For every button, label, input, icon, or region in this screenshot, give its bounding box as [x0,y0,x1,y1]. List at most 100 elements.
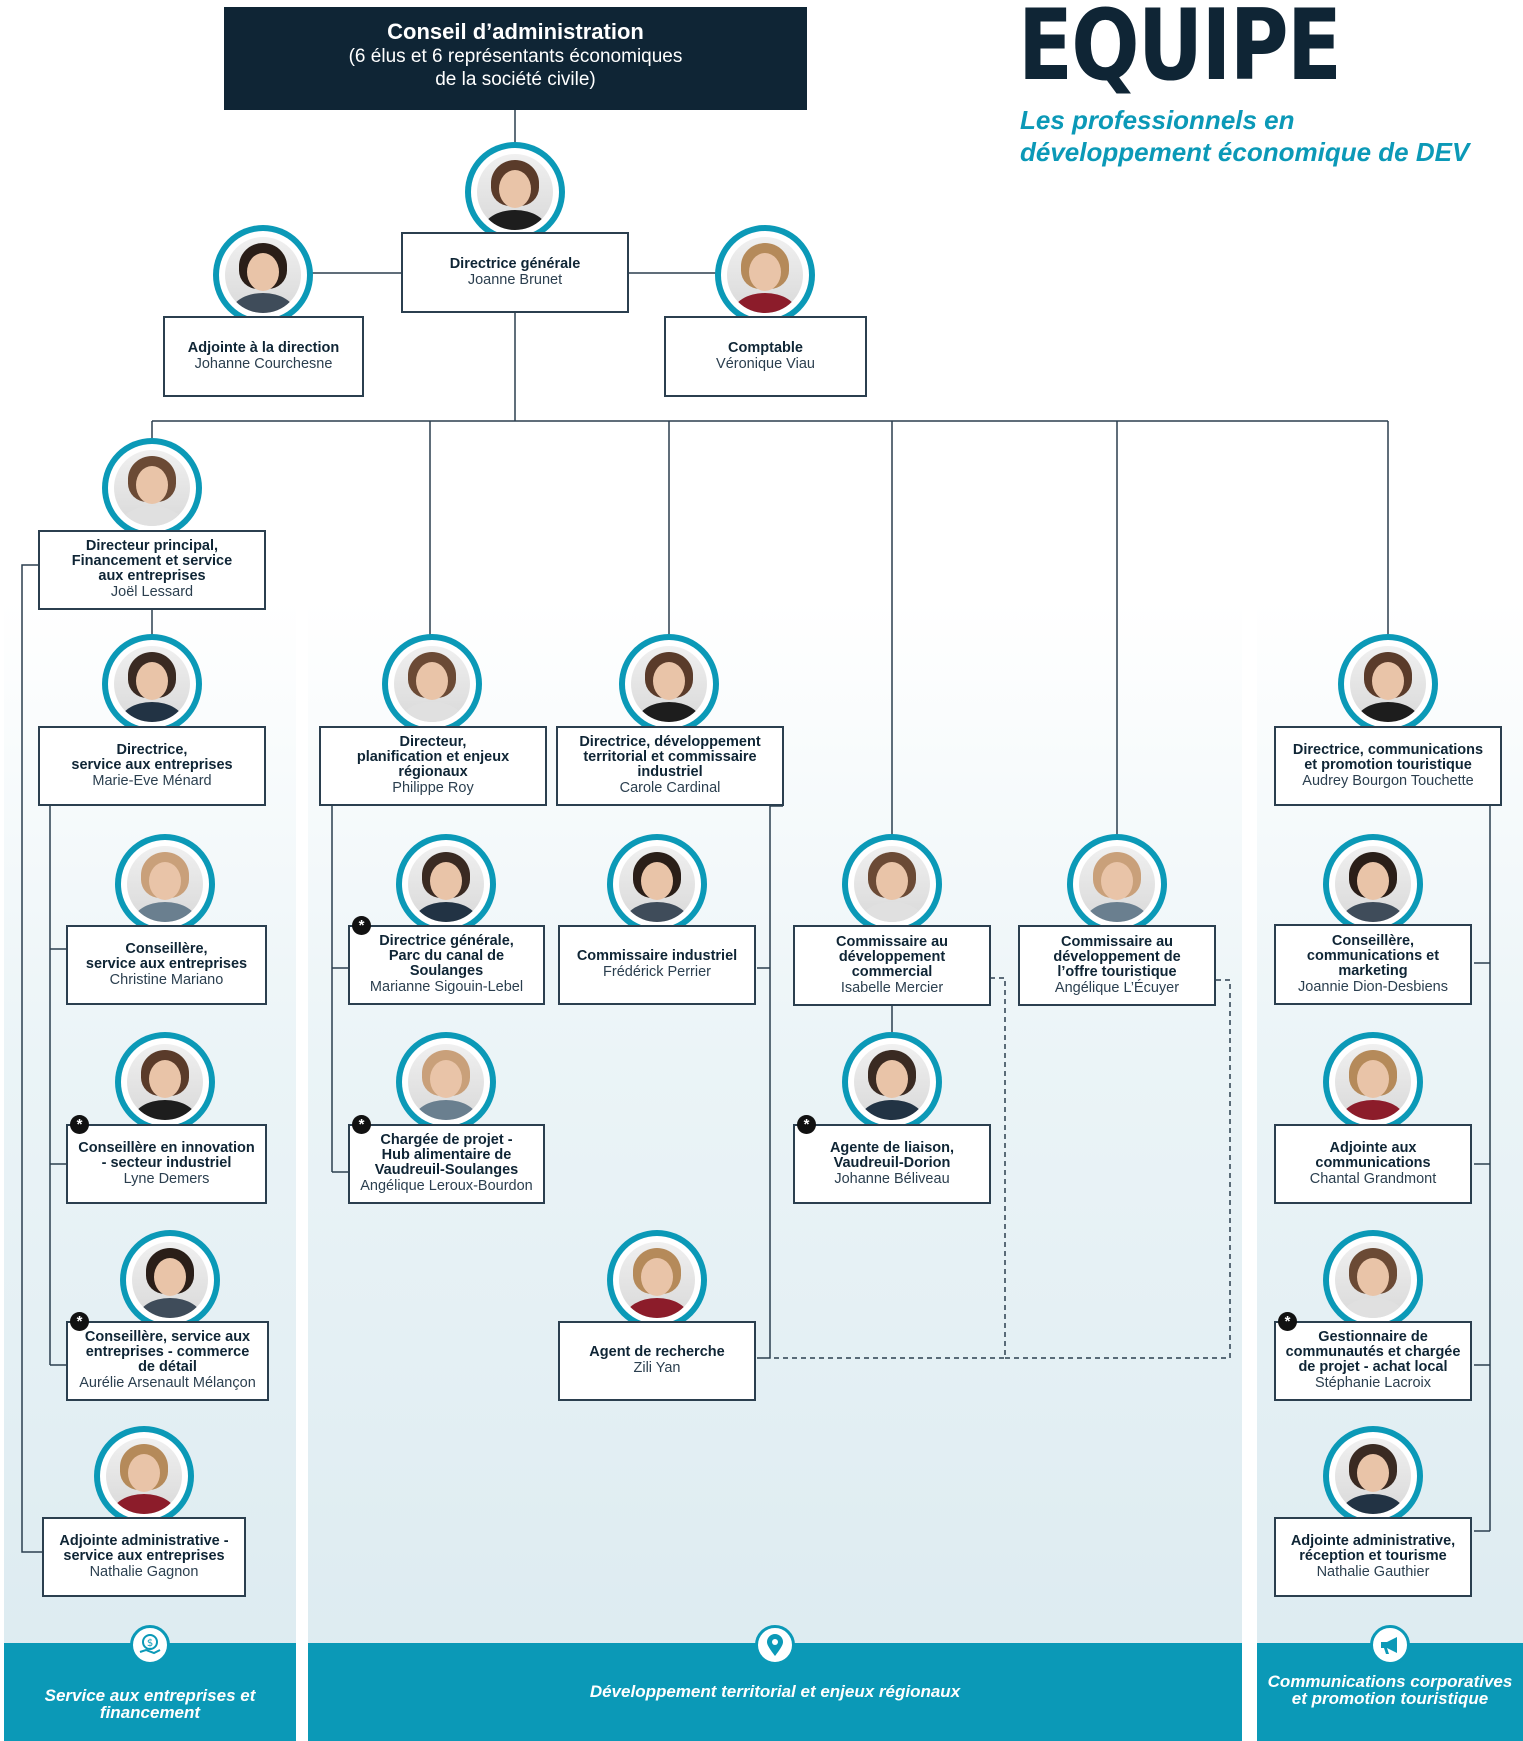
commissaire-touristique-card: Commissaire au développement de l’offre … [1018,925,1216,1006]
node-role: Comptable [728,339,803,356]
node-name: Joël Lessard [110,584,194,600]
chargee-hub-photo [396,1032,496,1132]
asterisk-icon: * [70,1312,89,1331]
column-label: Communications corporatives et promotion… [1267,1672,1513,1708]
adjointe-admin-service-photo [94,1426,194,1526]
agent-recherche-photo [607,1230,707,1330]
node-role: Gestionnaire de communautés et chargée d… [1285,1329,1461,1375]
board-line-1: (6 élus et 6 représentants économiques [348,46,683,67]
node-role: Conseillère, service aux entreprises [85,940,248,972]
asterisk-icon: * [1278,1312,1297,1331]
node-name: Chantal Grandmont [1309,1170,1437,1187]
directeur-planification-photo [382,634,482,734]
node-role: Directrice, communications et promotion … [1292,741,1484,773]
adjointe-admin-service-card: Adjointe administrative - service aux en… [42,1517,246,1597]
directrice-communications-card: Directrice, communications et promotion … [1274,726,1502,806]
chargee-hub-card: Chargée de projet - Hub alimentaire de V… [348,1124,545,1204]
comptable-photo [715,225,815,325]
node-role: Commissaire au développement de l’offre … [1053,933,1181,980]
node-name: Angélique L’Écuyer [1054,979,1180,996]
node-name: Carole Cardinal [619,780,721,796]
node-role: Adjointe aux communications [1315,1139,1431,1171]
agente-liaison-photo [842,1032,942,1132]
conseillere-service-photo [115,834,215,934]
node-role: Adjointe administrative - service aux en… [59,1532,229,1564]
node-role: Directeur principal, Financement et serv… [71,538,233,584]
directrice-communications-photo [1338,634,1438,734]
conseil-administration-banner: Conseil d’administration (6 élus et 6 re… [224,7,807,110]
node-role: Conseillère en innovation - secteur indu… [78,1139,255,1171]
column-band: Communications corporatives et promotion… [1257,1625,1523,1741]
node-name: Nathalie Gauthier [1316,1563,1430,1580]
board-line-2: de la société civile) [435,69,596,90]
node-name: Johanne Courchesne [194,355,333,372]
directrice-service-photo [102,634,202,734]
conseillere-communications-photo [1323,834,1423,934]
asterisk-icon: * [352,916,371,935]
node-name: Zili Yan [633,1360,681,1376]
asterisk-icon: * [352,1115,371,1134]
conseillere-commerce-photo [120,1230,220,1330]
conseillere-innovation-card: Conseillère en innovation - secteur indu… [66,1124,267,1204]
node-name: Christine Mariano [109,971,224,988]
node-role: Adjointe administrative, réception et to… [1290,1532,1456,1564]
node-name: Joannie Dion-Desbiens [1298,978,1448,995]
column-label: Développement territorial et enjeux régi… [589,1682,961,1701]
node-name: Johanne Béliveau [834,1170,950,1187]
adjointe-reception-card: Adjointe administrative, réception et to… [1274,1517,1472,1597]
node-role: Conseillère, service aux entreprises - c… [84,1329,251,1375]
node-name: Nathalie Gagnon [89,1563,199,1580]
node-role: Commissaire au développement commercial [835,933,949,980]
page-heading: EQUIPE [1018,0,1342,103]
node-name: Lyne Demers [123,1170,210,1187]
board-title: Conseil d’administration [387,19,644,44]
commissaire-touristique-photo [1067,834,1167,934]
adjointe-communications-photo [1323,1032,1423,1132]
megaphone-icon [1370,1625,1410,1665]
dollar-hand-icon: $ [130,1625,170,1665]
commissaire-industriel-photo [607,834,707,934]
directeur-principal-card: Directeur principal, Financement et serv… [38,530,266,610]
node-name: Angélique Leroux-Bourdon [360,1178,533,1194]
node-role: Adjointe à la direction [187,339,340,356]
node-role: Directeur, planification et enjeux régio… [356,734,510,780]
node-name: Marianne Sigouin-Lebel [369,979,524,995]
directrice-territorial-photo [619,634,719,734]
node-role: Directrice, développement territorial et… [579,734,761,780]
map-pin-icon [755,1625,795,1665]
node-role: Chargée de projet - Hub alimentaire de V… [374,1132,519,1178]
svg-text:$: $ [147,1638,153,1649]
node-name: Frédérick Perrier [603,964,711,980]
adjointe-direction-photo [213,225,313,325]
directeur-principal-photo [102,438,202,538]
node-role: Directrice générale, Parc du canal de So… [379,933,514,979]
node-role: Conseillère, communications et marketing [1306,932,1440,979]
node-name: Philippe Roy [392,780,474,796]
page-subtitle: Les professionnels en développement écon… [1020,105,1470,167]
asterisk-icon: * [70,1115,89,1134]
node-name: Véronique Viau [716,355,815,372]
node-name: Joanne Brunet [467,271,563,288]
directeur-planification-card: Directeur, planification et enjeux régio… [319,726,547,806]
dg-parc-canal-photo [396,834,496,934]
asterisk-icon: * [797,1115,816,1134]
conseillere-communications-card: Conseillère, communications et marketing… [1274,924,1472,1005]
node-name: Marie-Eve Ménard [92,772,212,789]
conseillere-innovation-photo [115,1032,215,1132]
dg-photo [465,142,565,242]
column-band: Développement territorial et enjeux régi… [308,1625,1242,1741]
gestionnaire-communautes-card: Gestionnaire de communautés et chargée d… [1274,1321,1472,1401]
node-role: Agent de recherche [589,1344,725,1360]
conseillere-commerce-card: Conseillère, service aux entreprises - c… [66,1321,269,1401]
commissaire-commercial-photo [842,834,942,934]
